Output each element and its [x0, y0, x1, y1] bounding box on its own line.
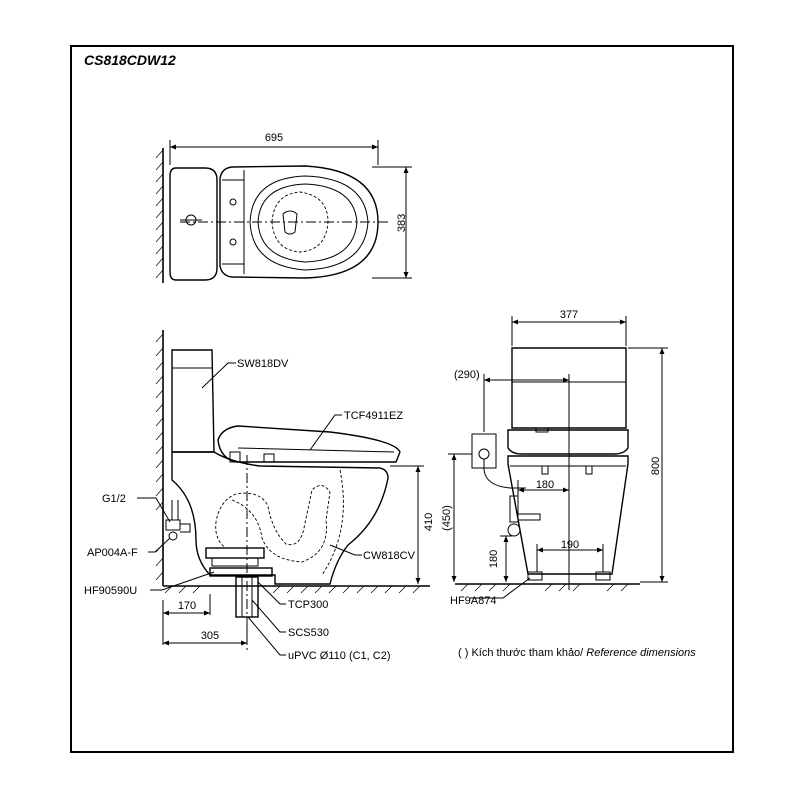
reference-note: ( ) Kích thước tham khảo/ Reference dime…	[458, 647, 696, 659]
front-view: 377 (290) 800 (450) 180 180	[441, 309, 668, 607]
note-prefix: ( ) Kích thước tham khảo/	[458, 647, 586, 659]
side-view: 410 170 305 SW818DV TCF4911EZ CW818CV G1…	[84, 330, 435, 662]
wall-hatching	[155, 149, 164, 279]
label-flange: HF90590U	[84, 585, 137, 597]
bowl-outline	[219, 165, 379, 279]
tank-outline	[169, 167, 218, 281]
dim-depth-top: 383	[396, 214, 408, 232]
label-socket: SCS530	[288, 627, 329, 639]
dim-170: 170	[178, 600, 196, 612]
label-inlet: G1/2	[102, 493, 126, 505]
dim-180-vertical: 180	[488, 550, 500, 568]
wall-hatching-side	[155, 333, 421, 594]
front-bowl	[507, 455, 629, 575]
label-pipe: uPVC Ø110 (C1, C2)	[288, 650, 391, 662]
floor-hatching-front	[460, 583, 629, 592]
top-view: 695 383	[155, 132, 412, 283]
label-adapter: TCP300	[288, 599, 328, 611]
side-tank	[171, 349, 215, 453]
front-tank	[511, 347, 627, 429]
side-washlet	[217, 425, 401, 463]
dim-450: (450)	[441, 505, 453, 531]
dim-800: 800	[650, 457, 662, 475]
dim-180-horizontal: 180	[536, 479, 554, 491]
floor-flange	[205, 547, 265, 559]
model-code: CS818CDW12	[84, 52, 176, 68]
drawing-frame	[70, 45, 734, 753]
dim-305: 305	[201, 630, 219, 642]
label-bowl: CW818CV	[363, 550, 416, 562]
label-valve: AP004A-F	[87, 547, 138, 559]
side-bowl	[171, 451, 389, 585]
dim-190: 190	[561, 539, 579, 551]
label-washlet: TCF4911EZ	[344, 410, 403, 422]
front-washlet	[507, 429, 629, 455]
dim-410: 410	[423, 513, 435, 531]
label-seat: SW818DV	[237, 358, 289, 370]
trapway	[215, 485, 331, 563]
dim-width-top: 695	[265, 132, 283, 144]
dim-290: (290)	[454, 369, 480, 381]
dim-377: 377	[560, 309, 578, 321]
note-italic: Reference dimensions	[586, 647, 696, 659]
label-foot: HF9A874	[450, 595, 496, 607]
